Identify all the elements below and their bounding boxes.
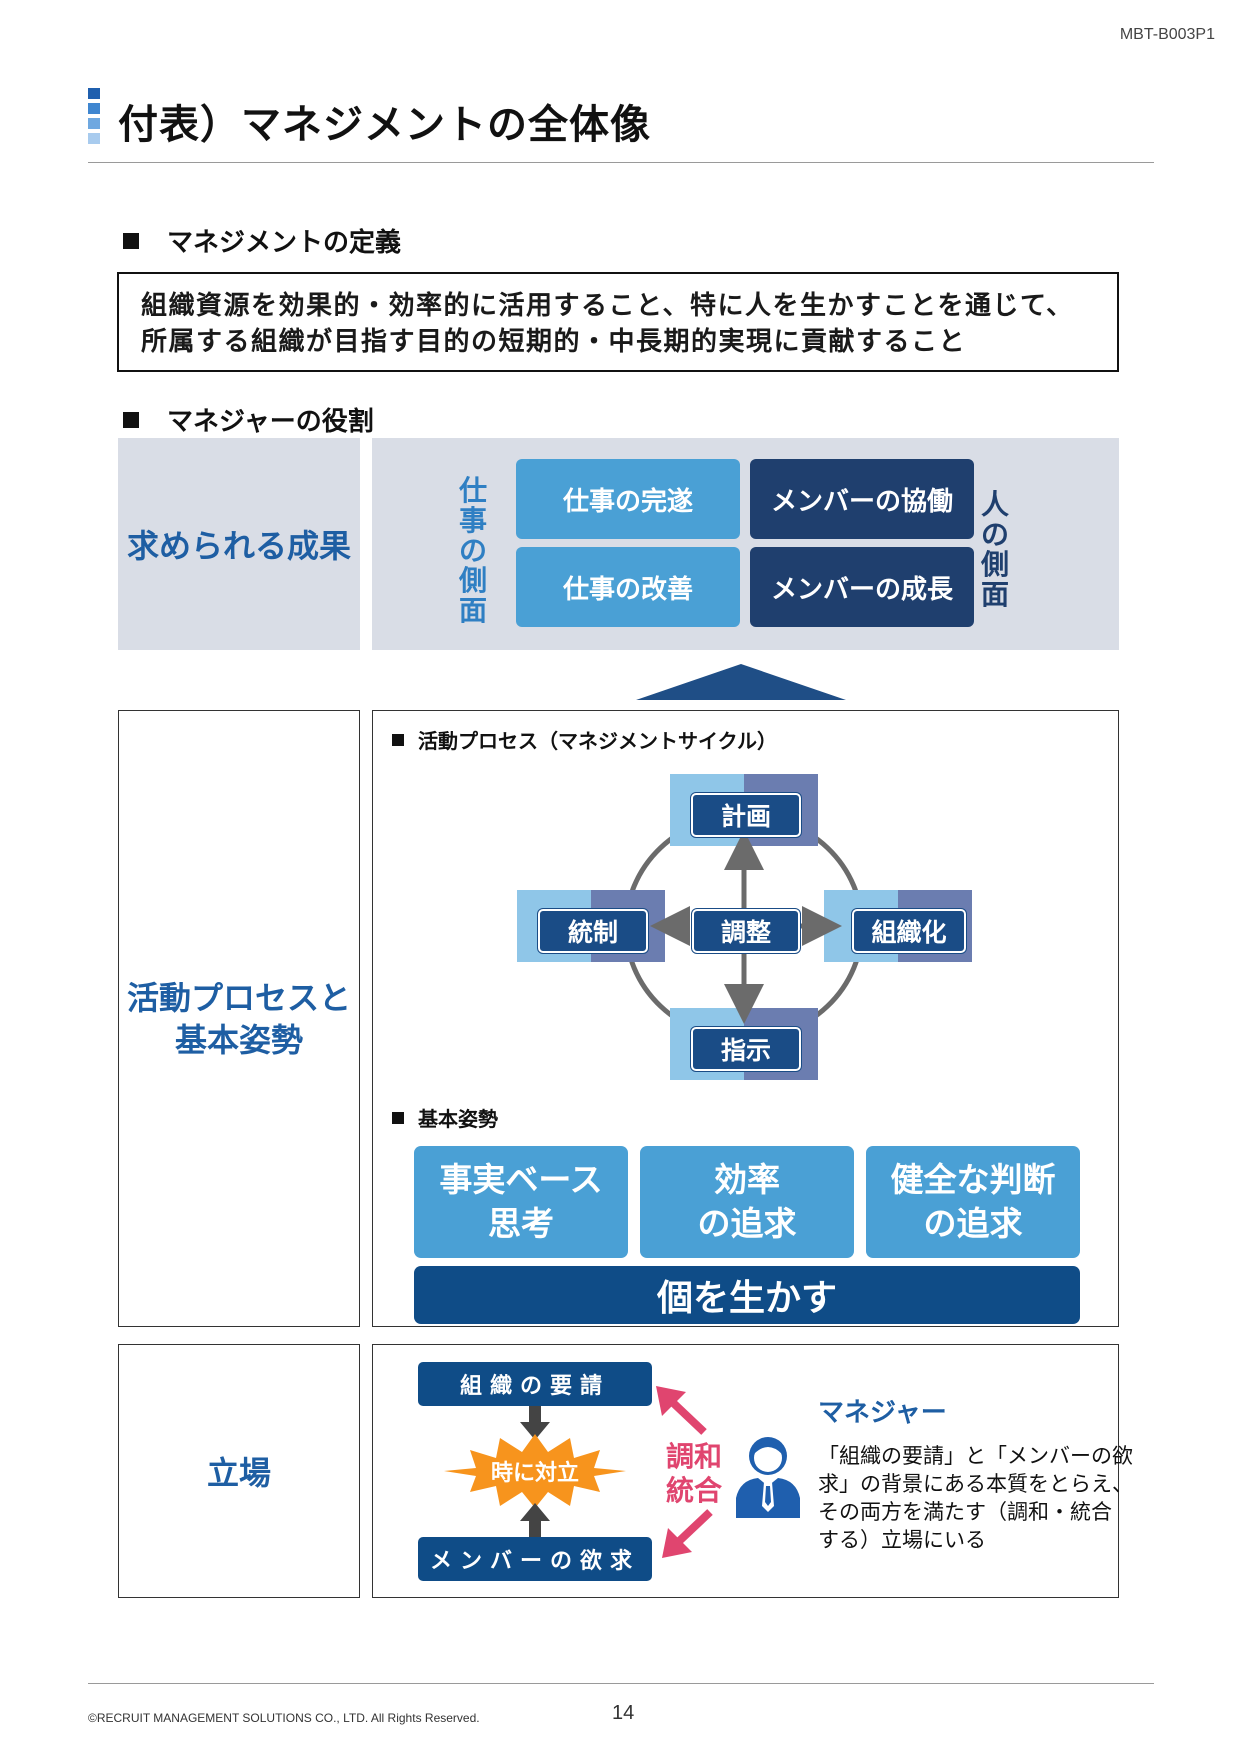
title-divider: [88, 162, 1154, 163]
stance-fact-based: 事実ベース 思考: [414, 1146, 628, 1258]
cycle-node-control: 統制: [538, 909, 648, 953]
results-panel: [372, 438, 1119, 650]
stance-base-individual: 個を生かす: [414, 1266, 1080, 1324]
position-label: 立場: [118, 1344, 360, 1598]
footer-copyright: ©RECRUIT MANAGEMENT SOLUTIONS CO., LTD. …: [88, 1711, 480, 1725]
work-side-label: 仕事の側面: [458, 474, 487, 627]
pink-arrow-up-left: [656, 1386, 707, 1435]
stance-fact-line-2: 思考: [488, 1204, 554, 1243]
document-code: MBT-B003P1: [1119, 26, 1215, 43]
harmony-line-2: 統合: [666, 1474, 723, 1507]
stance-judgment-line-1: 健全な判断: [890, 1160, 1056, 1199]
process-label: 活動プロセスと 基本姿勢: [118, 710, 360, 1327]
stance-judgment-line-2: の追求: [923, 1204, 1023, 1243]
definition-line-1: 組織資源を効果的・効率的に活用すること、特に人を生かすことを通じて、: [141, 291, 1074, 321]
manager-desc-line-3: その両方を満たす（調和・統合: [818, 1500, 1112, 1524]
cycle-node-plan: 計画: [691, 793, 801, 837]
definition-heading-text: マネジメントの定義: [167, 228, 402, 258]
arrow-up-triangle: [636, 664, 846, 700]
process-panel: [372, 710, 1119, 1327]
process-label-line-2: 基本姿勢: [174, 1020, 303, 1059]
tile-member-collaboration: メンバーの協働: [750, 459, 974, 539]
footer-divider: [88, 1683, 1154, 1684]
manager-desc-line-4: する）立場にいる: [818, 1528, 986, 1552]
stance-efficiency-line-1: 効率: [714, 1160, 780, 1199]
results-label: 求められる成果: [118, 438, 360, 650]
manager-description: 「組織の要請」と「メンバーの欲 求」の背景にある本質をとらえ、 その両方を満たす…: [818, 1442, 1133, 1554]
tile-work-improvement: 仕事の改善: [516, 547, 740, 627]
stance-heading-text: 基本姿勢: [418, 1107, 498, 1131]
definition-heading: マネジメントの定義: [123, 222, 401, 259]
org-request-box: 組織の要請: [418, 1362, 652, 1406]
stance-sound-judgment: 健全な判断 の追求: [866, 1146, 1080, 1258]
harmony-label: 調和 統合: [666, 1440, 722, 1508]
definition-box: 組織資源を効果的・効率的に活用すること、特に人を生かすことを通じて、 所属する組…: [117, 272, 1119, 372]
arrow-up-icon: [520, 1503, 550, 1537]
stance-fact-line-1: 事実ベース: [439, 1160, 603, 1199]
tile-work-completion: 仕事の完遂: [516, 459, 740, 539]
cycle-node-direct: 指示: [691, 1027, 801, 1071]
member-desire-box: メンバーの欲求: [418, 1537, 652, 1581]
manager-title: マネジャー: [818, 1398, 947, 1428]
title-accent-bars: [88, 88, 100, 148]
manager-desc-line-2: 求」の背景にある本質をとらえ、: [818, 1472, 1133, 1496]
definition-line-2: 所属する組織が目指す目的の短期的・中長期的実現に貢献すること: [141, 327, 967, 357]
stance-efficiency: 効率 の追求: [640, 1146, 854, 1258]
pink-arrow-down-left: [662, 1509, 713, 1558]
stance-efficiency-line-2: の追求: [697, 1204, 797, 1243]
cycle-heading-text: 活動プロセス（マネジメントサイクル）: [418, 729, 777, 753]
people-side-label: 人の側面: [980, 488, 1009, 611]
harmony-line-1: 調和: [666, 1440, 723, 1473]
cycle-node-coordinate: 調整: [692, 909, 800, 953]
page-title: 付表）マネジメントの全体像: [118, 102, 651, 148]
cycle-node-organize: 組織化: [852, 909, 966, 953]
roles-heading-text: マネジャーの役割: [167, 407, 374, 437]
process-label-line-1: 活動プロセスと: [126, 978, 351, 1017]
manager-person-icon: [736, 1437, 800, 1518]
position-panel: [372, 1344, 1119, 1598]
roles-heading: マネジャーの役割: [123, 401, 374, 438]
tile-member-growth: メンバーの成長: [750, 547, 974, 627]
cycle-heading: 活動プロセス（マネジメントサイクル）: [392, 725, 777, 754]
conflict-burst: [444, 1434, 626, 1508]
manager-desc-line-1: 「組織の要請」と「メンバーの欲: [818, 1444, 1133, 1468]
arrow-down-icon: [520, 1406, 550, 1440]
stance-heading: 基本姿勢: [392, 1103, 498, 1132]
page-number: 14: [612, 1702, 635, 1724]
conflict-label: 時に対立: [490, 1461, 579, 1486]
